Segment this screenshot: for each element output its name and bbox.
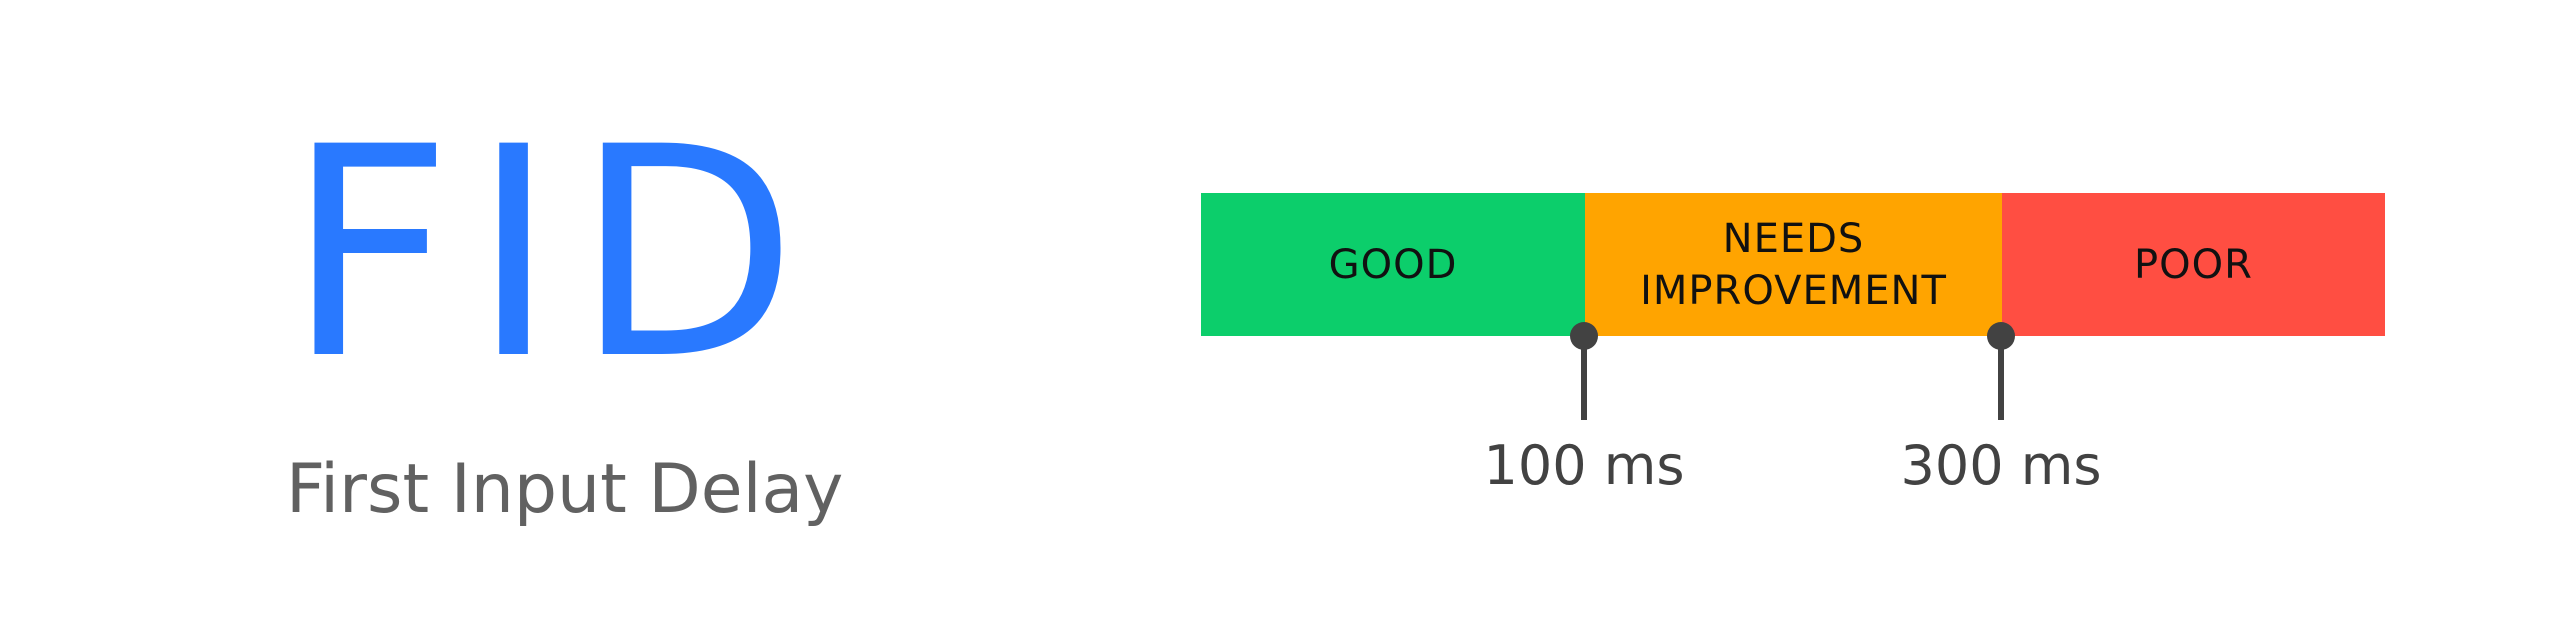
threshold-marker-stem (1581, 336, 1587, 420)
threshold-label-100: 100 ms (1483, 434, 1685, 497)
segment-poor: POOR (2002, 193, 2385, 336)
segment-good: GOOD (1201, 193, 1585, 336)
threshold-marker-stem (1998, 336, 2004, 420)
metric-abbreviation: FID (286, 86, 816, 423)
threshold-label-300: 300 ms (1900, 434, 2102, 497)
metric-name: First Input Delay (286, 450, 844, 529)
threshold-marker-100 (1569, 322, 1599, 422)
threshold-scale-bar: GOOD NEEDS IMPROVEMENT POOR (1201, 193, 2385, 336)
threshold-marker-300 (1986, 322, 2016, 422)
segment-needs-improvement: NEEDS IMPROVEMENT (1585, 193, 2002, 336)
